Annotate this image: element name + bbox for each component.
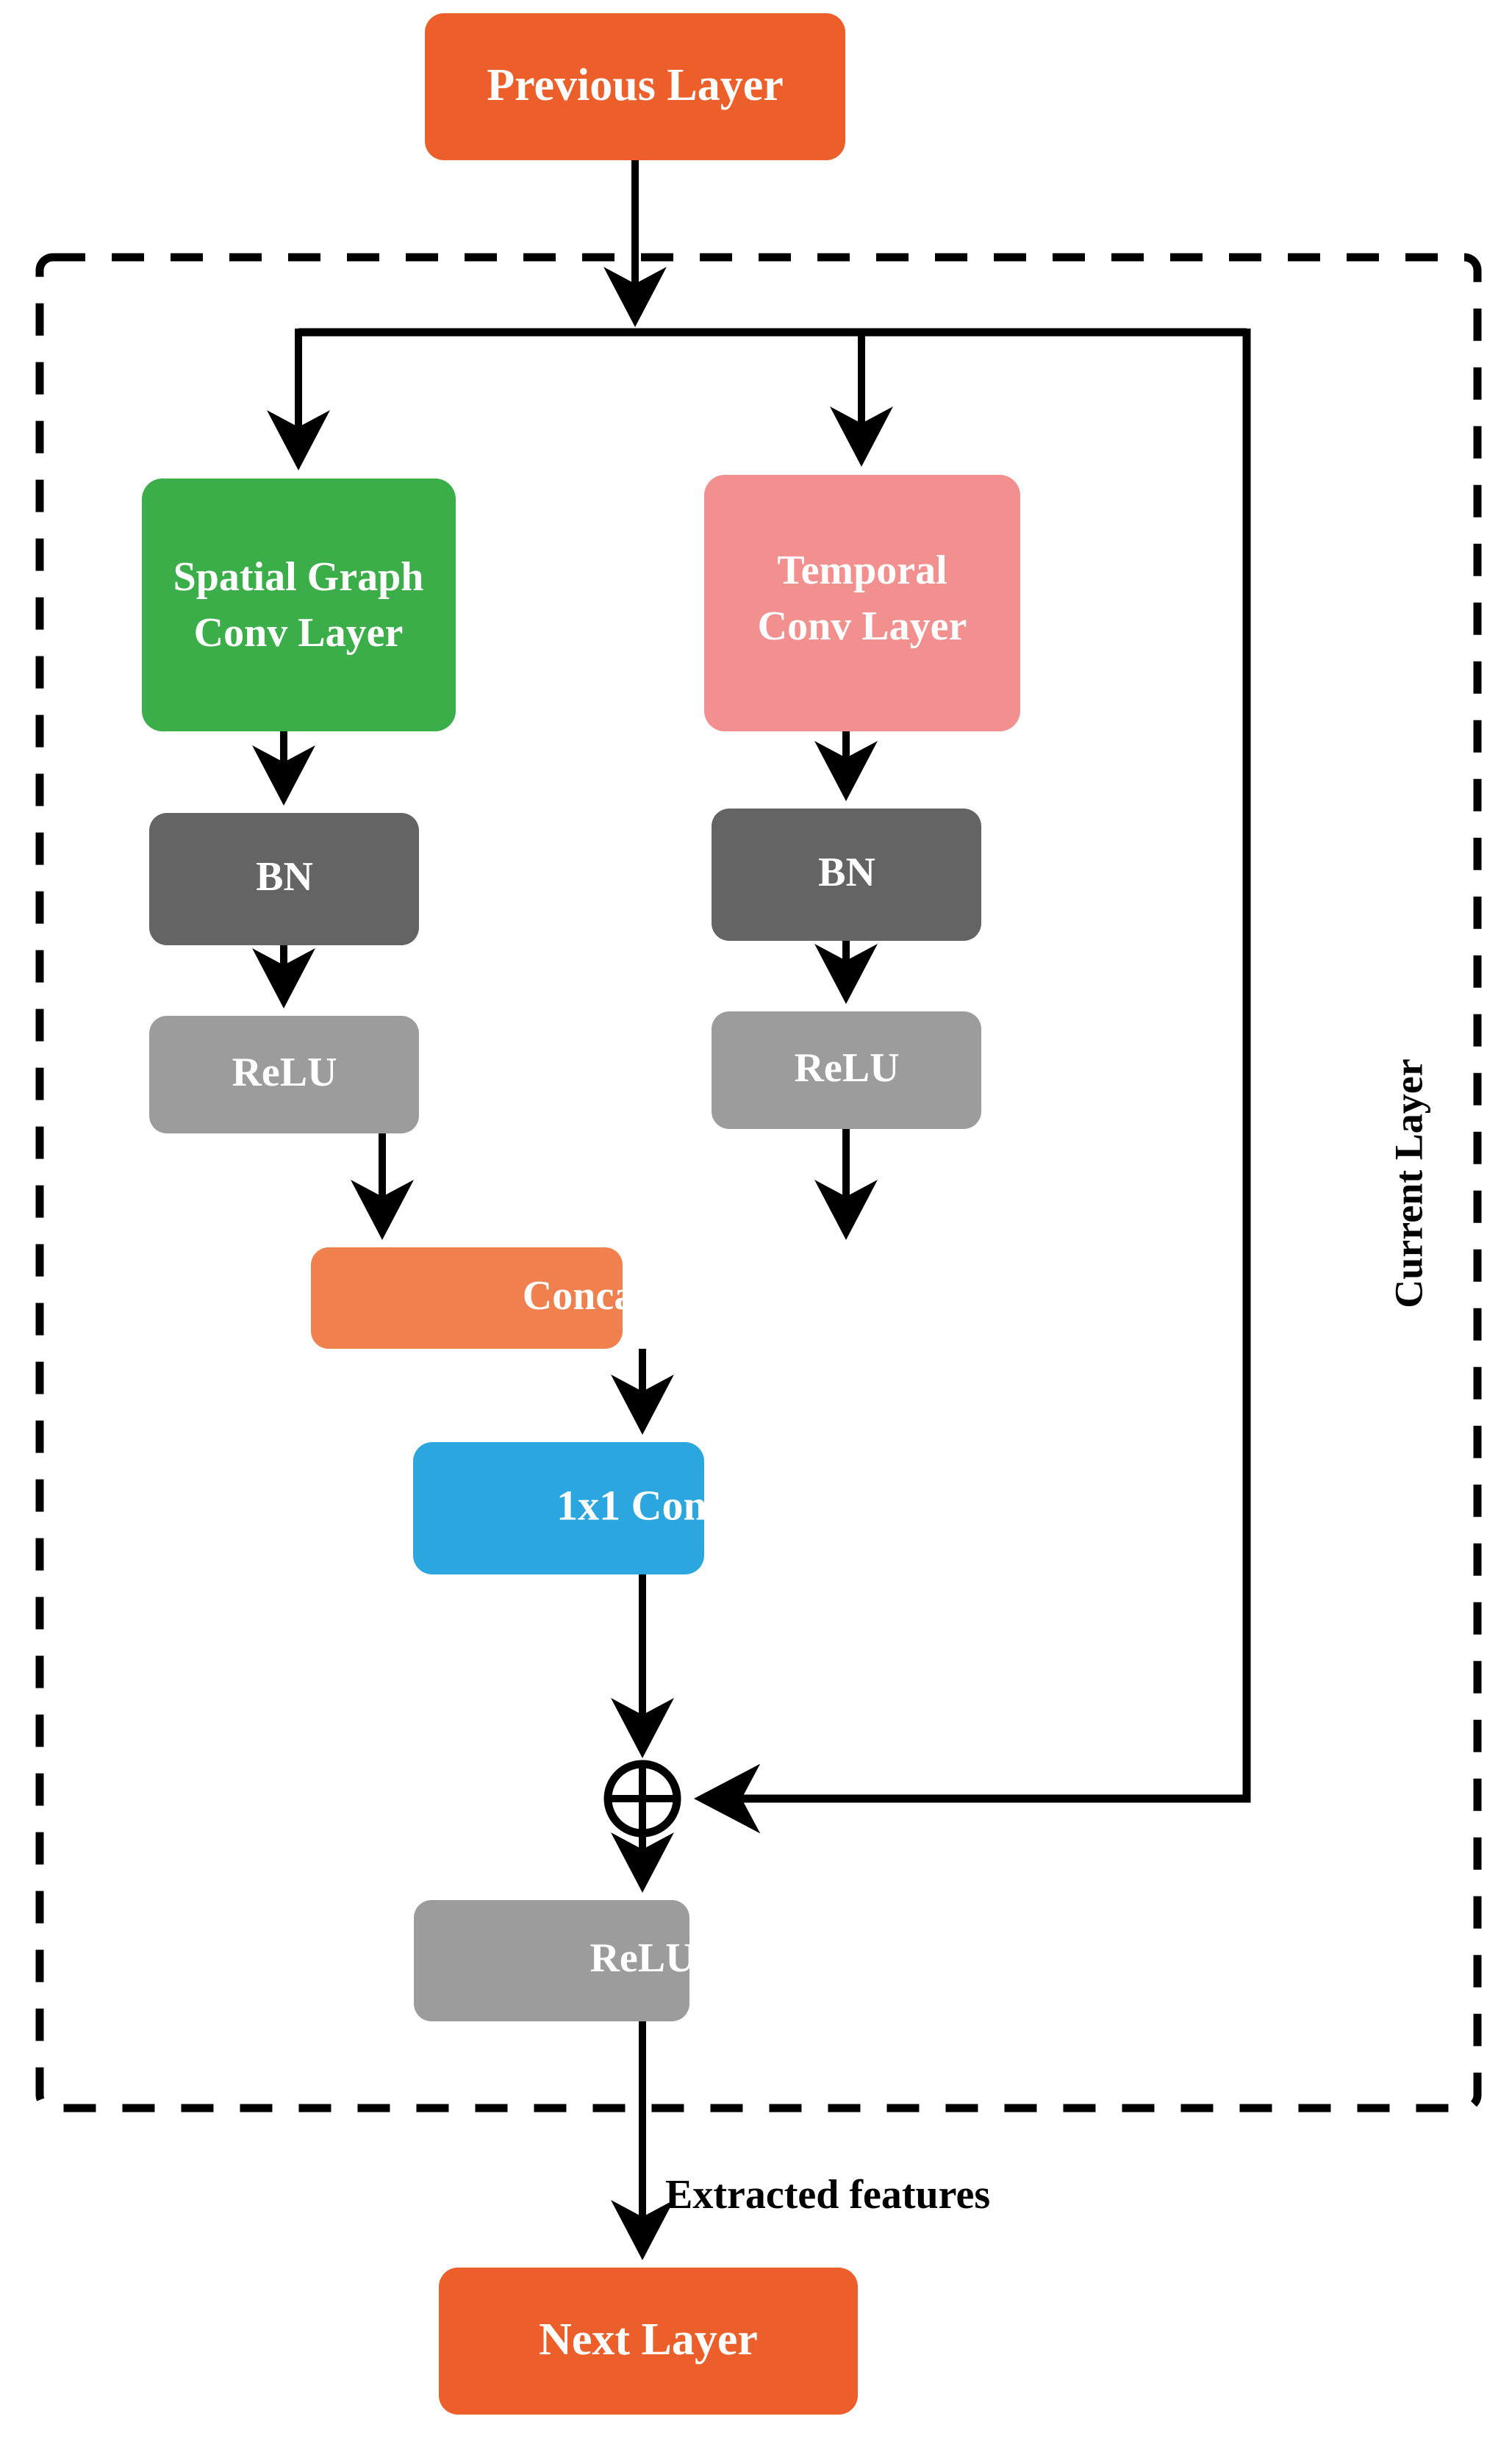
node-conv-1x1[interactable]: 1x1 Conv (413, 1442, 728, 1574)
node-relu-left-box[interactable] (149, 1016, 419, 1133)
boundary-label-current-layer: Current Layer (1386, 1058, 1430, 1308)
node-spatial-graph-conv-layer-box[interactable] (142, 479, 456, 731)
node-spatial-graph-conv-layer-label-line2: Conv Layer (194, 610, 404, 656)
node-previous-layer[interactable]: Previous Layer (425, 13, 845, 160)
node-previous-layer-label: Previous Layer (487, 60, 784, 110)
node-previous-layer-box[interactable] (425, 13, 845, 160)
node-next-layer[interactable]: Next Layer (439, 2268, 858, 2415)
node-relu-right-label: ReLU (794, 1045, 899, 1091)
node-bn-left-box[interactable] (149, 813, 419, 945)
node-relu-left-label: ReLU (232, 1050, 337, 1095)
node-spatial-graph-conv-layer-label-line1: Spatial Graph (173, 554, 424, 600)
sum-node (603, 1760, 681, 1838)
node-relu-right-box[interactable] (712, 1011, 981, 1129)
node-spatial-graph-conv-layer[interactable]: Spatial Graph Conv Layer (142, 479, 456, 731)
node-concatenation[interactable]: Concatenation (311, 1247, 778, 1349)
node-bn-right[interactable]: BN (712, 809, 981, 941)
edge-label-extracted-features: Extracted features (665, 2172, 990, 2218)
node-bn-left[interactable]: BN (149, 813, 419, 945)
node-temporal-conv-layer-label-line1: Temporal (777, 548, 947, 593)
node-bn-left-label: BN (256, 854, 313, 900)
node-relu-left[interactable]: ReLU (149, 1016, 419, 1133)
node-bn-right-box[interactable] (712, 809, 981, 941)
node-relu-output[interactable]: ReLU (414, 1900, 695, 2021)
node-relu-right[interactable]: ReLU (712, 1011, 981, 1129)
node-concatenation-label: Concatenation (523, 1273, 778, 1319)
node-temporal-conv-layer[interactable]: Temporal Conv Layer (704, 475, 1020, 731)
node-relu-output-label: ReLU (590, 1935, 695, 1981)
edge-skip-connection (693, 329, 1251, 1834)
node-temporal-conv-layer-label-line2: Conv Layer (758, 603, 967, 649)
node-concatenation-box[interactable] (311, 1247, 623, 1349)
node-bn-right-label: BN (818, 850, 875, 895)
node-temporal-conv-layer-box[interactable] (704, 475, 1020, 731)
node-conv-1x1-label: 1x1 Conv (556, 1481, 728, 1529)
node-next-layer-box[interactable] (439, 2268, 858, 2415)
node-conv-1x1-box[interactable] (413, 1442, 704, 1574)
node-relu-output-box[interactable] (414, 1900, 689, 2021)
node-next-layer-label: Next Layer (539, 2315, 758, 2365)
current-layer-boundary (35, 253, 1482, 2112)
